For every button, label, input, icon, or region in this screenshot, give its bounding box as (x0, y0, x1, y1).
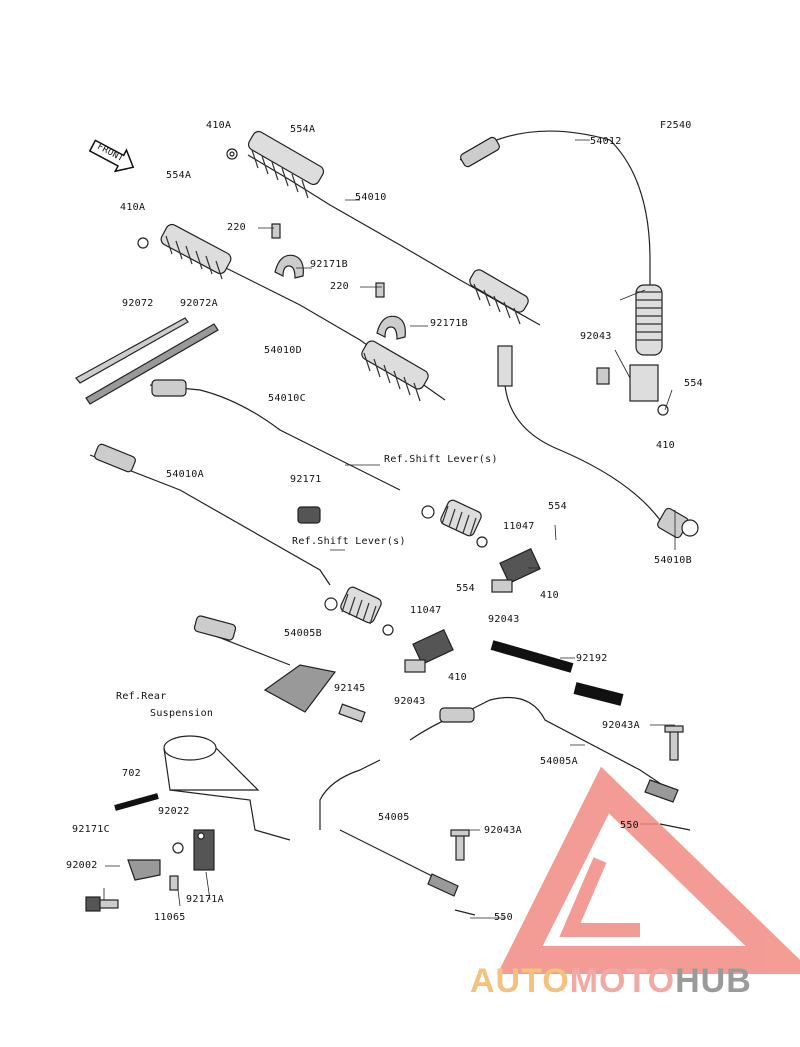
label-92043-mid: 92043 (488, 614, 520, 625)
shift-spring-stack-2 (324, 586, 394, 636)
pin-11065 (169, 875, 179, 891)
bracket-92171C (127, 859, 161, 881)
cable-54010 (226, 130, 541, 326)
label-92072A: 92072A (180, 298, 218, 309)
pedal-11047-2 (404, 629, 454, 673)
pedal-11047-1 (491, 548, 541, 593)
pin-92043A (450, 725, 684, 861)
label-54010B: 54010B (654, 555, 692, 566)
rod-702 (114, 793, 159, 811)
label-54010D: 54010D (264, 345, 302, 356)
bracket-92171A (193, 829, 215, 871)
rear-suspension-ref (163, 735, 291, 841)
cotter-pin-550 (454, 823, 691, 916)
clip-92171 (297, 506, 321, 524)
label-410-mid: 410 (540, 590, 559, 601)
watermark-moto: MOTO (569, 962, 676, 1000)
label-92022: 92022 (158, 806, 190, 817)
label-410A: 410A (206, 120, 232, 131)
label-54012: 54012 (590, 136, 622, 147)
cable-54005 (319, 759, 459, 897)
label-92072: 92072 (122, 298, 154, 309)
hose-92192 (490, 640, 624, 706)
label-92171A: 92171A (186, 894, 224, 905)
cable-54012 (459, 130, 669, 416)
front-arrow-icon (88, 139, 135, 173)
label-92171B: 92171B (310, 259, 348, 270)
label-550-2: 550 (494, 912, 513, 923)
label-550: 550 (620, 820, 639, 831)
label-92145: 92145 (334, 683, 366, 694)
label-92171C: 92171C (72, 824, 110, 835)
watermark-auto: AUTO (470, 962, 570, 1000)
label-92043A-2: 92043A (484, 825, 522, 836)
label-554A-2: 554A (166, 170, 192, 181)
label-92043A: 92043A (602, 720, 640, 731)
label-410: 410 (656, 440, 675, 451)
label-92171B-2: 92171B (430, 318, 468, 329)
label-92192: 92192 (576, 653, 608, 664)
cable-tie-92072 (75, 317, 219, 405)
cable-54010A (89, 443, 331, 586)
label-220-2: 220 (330, 281, 349, 292)
label-554: 554 (684, 378, 703, 389)
cable-54010D (137, 223, 446, 402)
clamp-92171B-2 (375, 282, 406, 340)
washer-92022 (172, 842, 184, 854)
label-11047: 11047 (503, 521, 535, 532)
label-92002: 92002 (66, 860, 98, 871)
watermark-text: AUTOMOTOHUB (470, 962, 752, 1001)
label-54005A: 54005A (540, 756, 578, 767)
label-ref-rear: Ref.Rear (116, 691, 167, 702)
watermark-logo-icon (497, 766, 800, 974)
watermark-hub: HUB (675, 962, 752, 1000)
label-54005: 54005 (378, 812, 410, 823)
lever-54005B (193, 615, 366, 723)
label-92043: 92043 (580, 331, 612, 342)
label-410-low: 410 (448, 672, 467, 683)
cable-54010C (149, 379, 401, 491)
label-702: 702 (122, 768, 141, 779)
label-54005B: 54005B (284, 628, 322, 639)
clamp-92171B-1 (271, 223, 304, 279)
label-554A: 554A (290, 124, 316, 135)
label-92043-low: 92043 (394, 696, 426, 707)
label-ref-shift-lever-2: Ref.Shift Lever(s) (292, 536, 406, 547)
label-54010C: 54010C (268, 393, 306, 404)
label-92171: 92171 (290, 474, 322, 485)
bolt-92002 (85, 896, 119, 912)
label-554-low: 554 (456, 583, 475, 594)
label-554-mid: 554 (548, 501, 567, 512)
cable-54010B (497, 345, 699, 539)
shift-spring-stack-1 (421, 499, 488, 548)
label-ref-shift-lever-1: Ref.Shift Lever(s) (384, 454, 498, 465)
label-410A-2: 410A (120, 202, 146, 213)
figure-code: F2540 (660, 120, 692, 131)
label-suspension: Suspension (150, 708, 214, 719)
label-54010: 54010 (355, 192, 387, 203)
cable-54005A (409, 696, 679, 803)
label-220: 220 (227, 222, 246, 233)
label-11047-2: 11047 (410, 605, 442, 616)
label-11065: 11065 (154, 912, 186, 923)
label-54010A: 54010A (166, 469, 204, 480)
